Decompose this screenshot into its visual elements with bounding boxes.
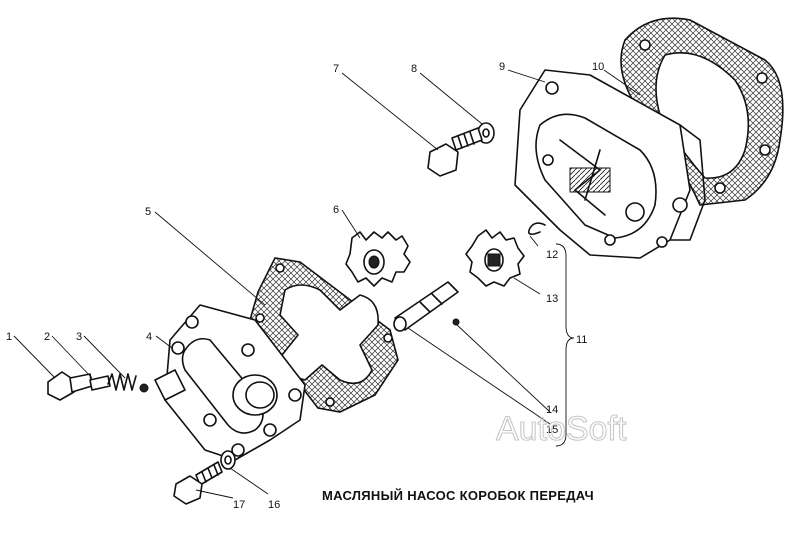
callout-7: 7 [333,63,339,75]
spring-3 [107,373,149,393]
callout-5: 5 [145,206,151,218]
diagram-title: МАСЛЯНЫЙ НАСОС КОРОБОК ПЕРЕДАЧ [322,488,594,503]
callout-10: 10 [592,61,604,73]
shaft-14 [393,281,460,332]
callout-13: 13 [546,293,558,305]
snap-ring-12 [527,222,546,236]
bolt-17 [173,461,223,505]
callout-8: 8 [411,63,417,75]
callout-3: 3 [76,331,82,343]
callout-11: 11 [576,334,587,346]
callout-2: 2 [44,331,50,343]
callout-12: 12 [546,249,558,261]
gear-6 [345,231,411,287]
leader-lines [13,69,641,499]
callout-4: 4 [146,331,152,343]
callout-17: 17 [233,499,245,511]
callout-1: 1 [6,331,12,343]
pump-housing [514,69,706,259]
pin-2 [89,375,111,391]
gasket-right [620,17,784,206]
callout-6: 6 [333,204,339,216]
gasket-center [249,257,399,413]
plug-1 [47,371,93,401]
washer-16 [220,450,236,470]
callout-15: 15 [546,424,558,436]
gear-13 [465,229,525,287]
pump-cover [154,304,306,461]
bolt-7 [427,127,483,177]
callout-9: 9 [499,61,505,73]
callout-14: 14 [546,404,558,416]
callout-16: 16 [268,499,280,511]
watermark: AutoSoft [496,410,627,448]
